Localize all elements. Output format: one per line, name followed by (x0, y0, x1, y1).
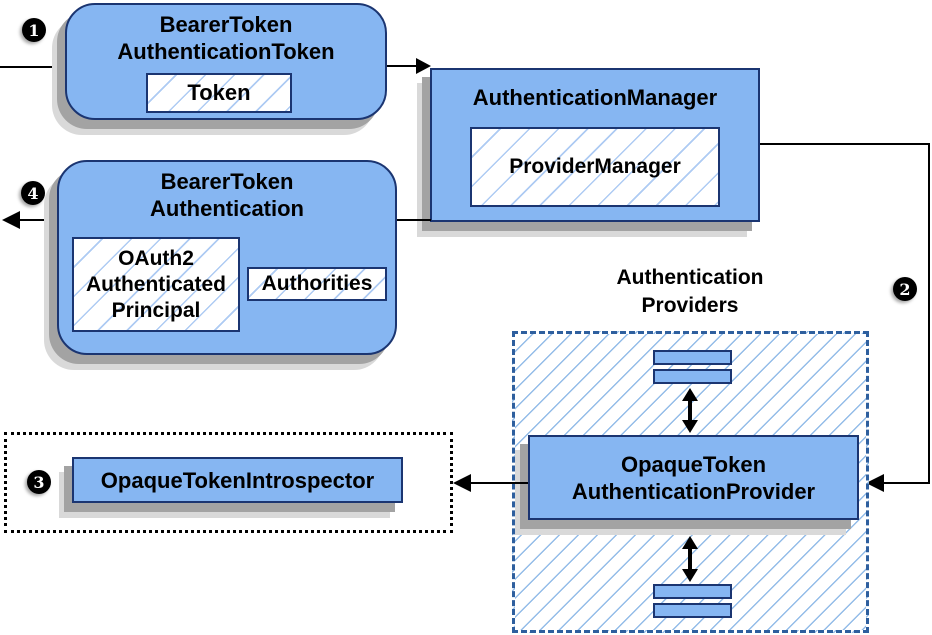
node-opaque-token-authentication-provider: OpaqueToken AuthenticationProvider (528, 435, 859, 520)
double-arrow-top-down-icon (682, 420, 698, 433)
badge-step-1: 1 (22, 18, 46, 42)
introspector-container (4, 432, 453, 533)
badge-step-2-number: 2 (899, 279, 911, 299)
node-bearer-token-authentication: BearerToken Authentication OAuth2 Authen… (57, 160, 397, 355)
badge-step-3: 3 (27, 470, 51, 494)
node-opaque-token-authentication-provider-title: OpaqueToken AuthenticationProvider (571, 451, 816, 504)
authorities-box: Authorities (247, 267, 387, 301)
oauth2-authenticated-principal-label: OAuth2 Authenticated Principal (85, 246, 226, 322)
connector-provider-to-introspector (468, 482, 528, 484)
connector-token-to-manager (387, 65, 418, 67)
arrowhead-step4-icon (2, 211, 20, 229)
provider-list-bar-bottom-2 (653, 603, 732, 618)
arrowhead-into-provider-icon (866, 474, 884, 492)
double-arrow-bottom-down-icon (682, 569, 698, 582)
double-arrow-bottom-up-icon (682, 536, 698, 549)
connector-step4-line (14, 219, 57, 221)
token-box: Token (146, 73, 292, 113)
provider-list-bar-top-1 (653, 350, 732, 365)
badge-step-3-number: 3 (33, 472, 45, 492)
provider-list-bar-top-2 (653, 369, 732, 384)
arrowhead-token-to-manager-icon (416, 58, 431, 74)
badge-step-2: 2 (893, 277, 917, 301)
token-box-label: Token (187, 80, 251, 105)
double-arrow-top-shaft (688, 399, 692, 422)
connector-step1-line (0, 66, 57, 68)
double-arrow-top-up-icon (682, 388, 698, 401)
node-bearer-token-authentication-token: BearerToken AuthenticationToken Token (65, 3, 387, 120)
node-bearer-token-authentication-token-title: BearerToken AuthenticationToken (117, 12, 335, 64)
connector-into-provider (884, 482, 930, 484)
provider-manager-label: ProviderManager (509, 155, 681, 178)
oauth2-authenticated-principal-box: OAuth2 Authenticated Principal (72, 237, 240, 332)
node-opaque-token-introspector: OpaqueTokenIntrospector (72, 457, 403, 503)
provider-manager-box: ProviderManager (470, 127, 720, 207)
badge-step-4-number: 4 (27, 183, 39, 203)
double-arrow-bottom-shaft (688, 547, 692, 571)
badge-step-4: 4 (21, 181, 45, 205)
connector-right-vertical (928, 143, 930, 483)
provider-list-bar-bottom-1 (653, 584, 732, 599)
node-authentication-manager: AuthenticationManager ProviderManager (430, 68, 760, 222)
authorities-label: Authorities (261, 272, 373, 295)
connector-manager-right (760, 143, 930, 145)
node-bearer-token-authentication-title: BearerToken Authentication (150, 169, 304, 221)
connector-manager-to-authentication (397, 219, 431, 221)
node-opaque-token-introspector-title: OpaqueTokenIntrospector (100, 467, 375, 493)
badge-step-1-number: 1 (28, 20, 40, 40)
node-authentication-manager-title: AuthenticationManager (472, 85, 718, 110)
authentication-providers-label: Authentication Providers (616, 266, 764, 317)
arrowhead-into-introspector-icon (453, 474, 471, 492)
